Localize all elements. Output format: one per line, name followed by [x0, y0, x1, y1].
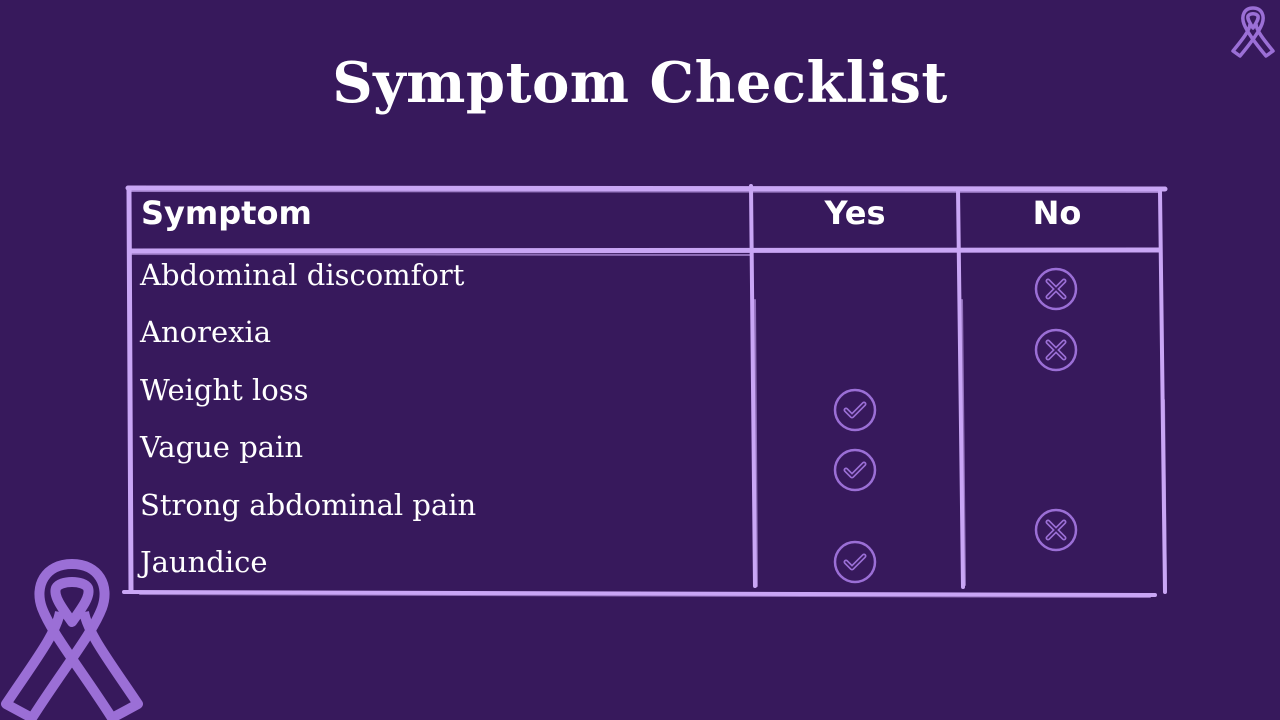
check-circle-icon [833, 540, 877, 584]
table-row-symptom: Abdominal discomfort [140, 258, 465, 292]
column-header-no: No [1032, 194, 1082, 232]
page-title: Symptom Checklist [332, 50, 948, 116]
table-row-symptom: Strong abdominal pain [140, 488, 477, 522]
table-row-symptom: Jaundice [140, 545, 268, 579]
awareness-ribbon-icon [1, 559, 143, 720]
table-row-symptom: Vague pain [140, 430, 303, 464]
column-header-symptom: Symptom [141, 194, 312, 232]
table-row-symptom: Anorexia [140, 315, 272, 349]
check-circle-icon [833, 388, 877, 432]
x-circle-icon [1034, 328, 1078, 372]
check-circle-icon [833, 448, 877, 492]
table-row-symptom: Weight loss [140, 373, 309, 407]
awareness-ribbon-icon [1231, 6, 1275, 58]
x-circle-icon [1034, 267, 1078, 311]
x-circle-icon [1034, 508, 1078, 552]
column-header-yes: Yes [824, 194, 886, 232]
